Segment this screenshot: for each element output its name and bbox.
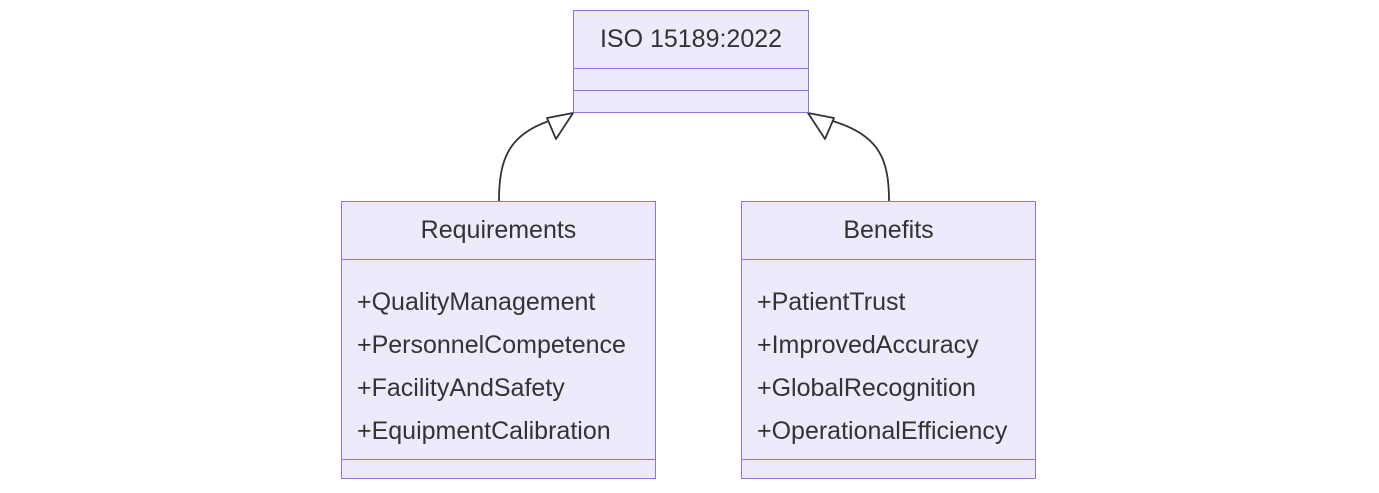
class-box-iso-15189-2022[interactable]: ISO 15189:2022 [573, 10, 809, 113]
edge-requirements-to-iso [498, 112, 574, 202]
class-name-benefits: Benefits [843, 215, 934, 244]
edge-line-benefits [828, 119, 890, 202]
class-methods-compartment-benefits [742, 460, 1035, 478]
class-attributes-compartment-benefits: +PatientTrust +ImprovedAccuracy +GlobalR… [742, 260, 1035, 461]
class-attribute: +FacilityAndSafety [357, 373, 565, 402]
class-attribute: +PatientTrust [757, 287, 906, 316]
class-title-row-requirements: Requirements [342, 202, 655, 260]
class-attribute: +GlobalRecognition [757, 373, 976, 402]
class-attribute: +QualityManagement [357, 287, 596, 316]
class-attribute: +EquipmentCalibration [357, 416, 611, 445]
class-attributes-compartment-iso [574, 69, 808, 91]
class-attribute: +OperationalEfficiency [757, 416, 1008, 445]
class-box-benefits[interactable]: Benefits +PatientTrust +ImprovedAccuracy… [741, 201, 1036, 479]
class-methods-compartment-iso [574, 91, 808, 112]
class-name-requirements: Requirements [420, 215, 577, 244]
class-methods-compartment-requirements [342, 460, 655, 478]
class-title-row-benefits: Benefits [742, 202, 1035, 260]
edge-benefits-to-iso [807, 112, 890, 202]
class-attributes-compartment-requirements: +QualityManagement +PersonnelCompetence … [342, 260, 655, 461]
edge-line-requirements [498, 119, 553, 202]
class-title-row-iso: ISO 15189:2022 [574, 11, 808, 69]
class-box-requirements[interactable]: Requirements +QualityManagement +Personn… [341, 201, 656, 479]
inheritance-arrowhead-icon-right [807, 112, 835, 140]
class-name-iso: ISO 15189:2022 [599, 25, 783, 53]
class-attribute: +PersonnelCompetence [357, 330, 626, 359]
inheritance-arrowhead-icon-left [546, 112, 574, 140]
class-attribute: +ImprovedAccuracy [757, 330, 979, 359]
